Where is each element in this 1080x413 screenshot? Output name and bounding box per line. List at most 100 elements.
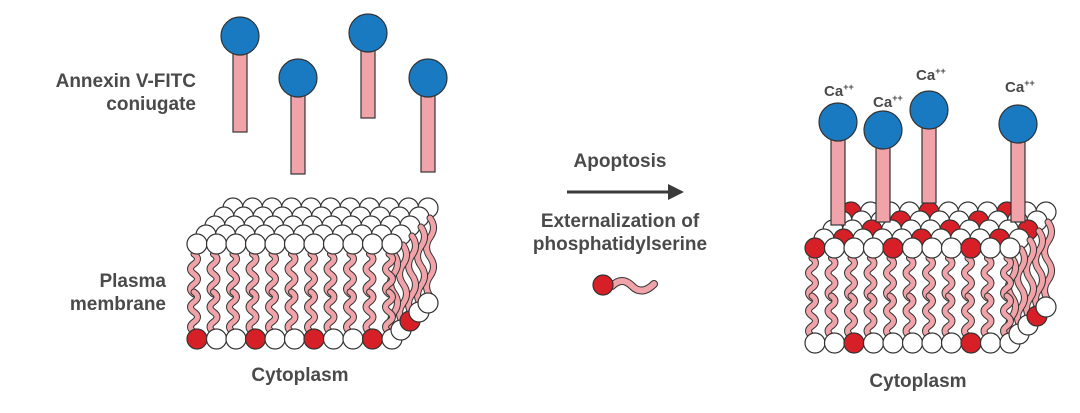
bound-annexin-probes (818, 90, 1038, 226)
annexin-label: Annexin V-FITC coniugate (0, 70, 196, 116)
lipid-head (999, 237, 1021, 259)
lipid-tail (1042, 219, 1054, 303)
annexin-head (348, 13, 388, 53)
phosphatidylserine-head (960, 237, 982, 259)
plasma-membrane-label-line1: Plasma (99, 271, 166, 292)
lipid-head (381, 233, 403, 255)
lipid-head (940, 332, 963, 354)
calcium-label-3: Ca++ (916, 66, 946, 84)
lipid-tail (825, 255, 838, 301)
lipid-head (225, 328, 247, 350)
lipid-tail (923, 255, 935, 301)
calcium-label-4: Ca++ (1005, 78, 1035, 96)
lipid-tail (383, 289, 395, 335)
lipid-head (186, 233, 208, 255)
lipid-tail (942, 255, 955, 301)
calcium-label-1: Ca++ (824, 82, 854, 100)
lipid-tail (981, 293, 994, 339)
lipid-tail (806, 255, 818, 301)
lipid-tail (246, 251, 259, 297)
lipid-head (303, 233, 325, 255)
lipid-tail (324, 289, 337, 335)
annexin-head (998, 104, 1038, 144)
plasma-membrane-label-line2: membrane (69, 294, 166, 315)
annexin-head (278, 58, 318, 98)
lipid-tail (227, 251, 239, 297)
lipid-tail (845, 293, 857, 339)
lipid-tail (923, 293, 935, 339)
annexin-head (909, 90, 949, 130)
phosphatidylserine-head (303, 328, 325, 350)
lipid-tail (962, 293, 974, 339)
lipid-tail (266, 289, 278, 335)
lipid-tail (285, 251, 298, 297)
lipid-head (882, 332, 904, 354)
phosphatidylserine-head (592, 274, 614, 296)
lipid-tail (188, 289, 200, 335)
left-plasma-membrane (186, 197, 439, 350)
phosphatidylserine-head (882, 237, 904, 259)
phosphatidylserine-head (960, 332, 982, 354)
lipid-head (862, 332, 885, 354)
lipid-tail (864, 293, 877, 339)
annexin-head (220, 16, 260, 56)
lipid-head (823, 237, 846, 259)
annexin-label-line1: Annexin V-FITC (55, 71, 196, 92)
lipid-tail (1015, 246, 1027, 330)
lipid-head (342, 233, 364, 255)
transition-arrow-group (567, 184, 684, 296)
phosphatidylserine-head (186, 328, 208, 350)
lipid-tail (884, 293, 896, 339)
arrowhead (668, 184, 684, 200)
lipid-head (264, 328, 286, 350)
lipid-tail (285, 289, 298, 335)
lipid-head (901, 237, 924, 259)
lipid-head (823, 332, 846, 354)
lipid-head (804, 332, 826, 354)
plasma-membrane-label: Plasma membrane (0, 270, 166, 316)
calcium-label-2: Ca++ (873, 93, 903, 111)
lipid-head (843, 237, 865, 259)
externalization-label-line1: Externalization of (540, 211, 700, 232)
externalization-label-line2: phosphatidylserine (532, 234, 708, 255)
lipid-tail (1001, 255, 1013, 301)
lipid-tail (397, 242, 409, 326)
phosphatidylserine-head (843, 332, 865, 354)
lipid-head (921, 332, 943, 354)
lipid-tail (344, 289, 356, 335)
phosphatidylserine-head (804, 237, 826, 259)
lipid-tail (806, 293, 818, 339)
lipid-head (921, 237, 943, 259)
lipid-head (901, 332, 924, 354)
free-annexin-probes (220, 13, 448, 175)
lipid-head (1035, 296, 1057, 318)
lipid-tail (1033, 228, 1045, 312)
lipid-tail (188, 251, 200, 297)
lipid-tail (864, 255, 877, 301)
lipid-head (862, 237, 885, 259)
lipid-head (283, 233, 306, 255)
free-ps-tail (609, 278, 657, 294)
lipid-head (205, 233, 228, 255)
cytoplasm-right-label: Cytoplasm (869, 371, 967, 392)
lipid-head (283, 328, 306, 350)
lipid-head (342, 328, 364, 350)
lipid-head (244, 233, 267, 255)
phosphatidylserine-head (361, 328, 384, 350)
annexin-head (408, 58, 448, 98)
lipid-head (322, 328, 345, 350)
lipid-tail (207, 251, 220, 297)
lipid-head (979, 332, 1002, 354)
lipid-tail (845, 255, 857, 301)
lipid-head (979, 237, 1002, 259)
externalization-label: Externalization of phosphatidylserine (500, 210, 740, 256)
lipid-tail (903, 255, 916, 301)
lipid-tail (415, 224, 427, 308)
lipid-tail (227, 289, 239, 335)
lipid-tail (884, 255, 896, 301)
right-apoptotic-membrane (804, 201, 1057, 354)
annexin-head (818, 102, 858, 142)
lipid-head (205, 328, 228, 350)
apoptosis-label: Apoptosis (573, 151, 667, 172)
